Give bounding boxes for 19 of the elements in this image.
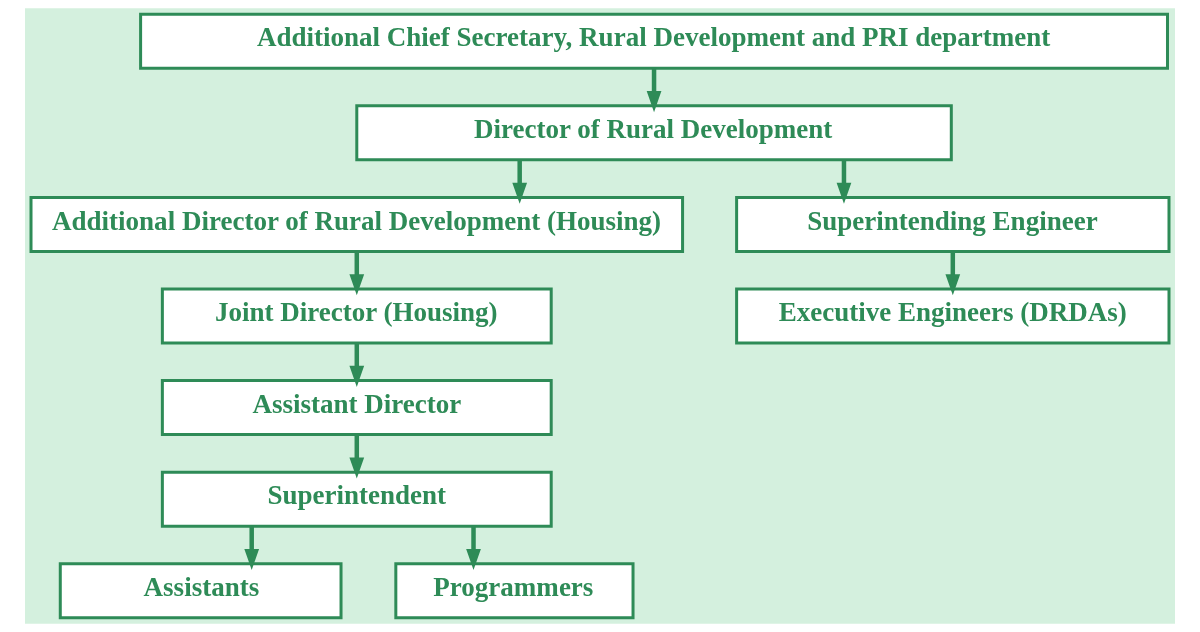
- arrow: [646, 68, 662, 113]
- arrow: [512, 160, 528, 204]
- node-box: Superintending Engineer: [735, 195, 1171, 253]
- arrow: [836, 160, 852, 204]
- node-box: Additional Director of Rural Development (Housing): [29, 195, 685, 253]
- arrow: [349, 343, 365, 387]
- node-box: Joint Director (Housing): [160, 287, 553, 345]
- node-box: Additional Chief Secretary, Rural Development and PRI department: [139, 12, 1169, 70]
- arrow: [349, 435, 365, 479]
- node-box: Assistants: [58, 562, 343, 620]
- arrow: [466, 526, 481, 571]
- node-box: Executive Engineers (DRDAs): [735, 287, 1171, 345]
- node-box: Director of Rural Development: [355, 104, 953, 162]
- node-box: Superintendent: [160, 470, 553, 528]
- node-box: Assistant Director: [160, 379, 553, 437]
- arrow: [349, 251, 365, 296]
- arrow: [945, 251, 961, 296]
- node-box: Programmers: [394, 562, 635, 620]
- arrow: [244, 526, 260, 571]
